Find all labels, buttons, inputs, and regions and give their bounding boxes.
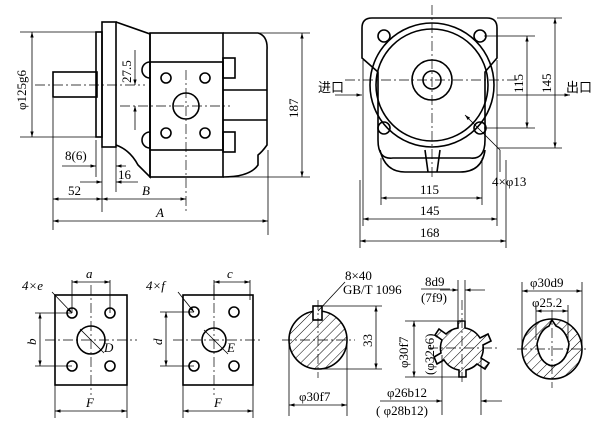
port-flange-1: a b 4×e D F [22, 266, 137, 418]
dim-spline-id: φ26b12 [387, 385, 427, 400]
dim-spline-id-alt: ( φ28b12) [376, 403, 428, 418]
dim-f: F [85, 395, 95, 410]
dim-d: d [150, 338, 165, 345]
dim-port-dia: E [226, 340, 235, 355]
bolt-hole-icon [377, 121, 391, 135]
dim-f: F [213, 395, 223, 410]
bolt-hole-icon [199, 127, 211, 139]
bolt-hole-icon [160, 127, 172, 139]
dim-serration-od: φ30d9 [530, 275, 564, 290]
dim-step: 16 [118, 167, 132, 182]
key [312, 305, 323, 321]
shaft [52, 71, 98, 98]
port-flange-2: c d 4×f E F [146, 266, 263, 418]
dim-h115: 115 [420, 182, 439, 197]
dim-v115: 115 [511, 74, 526, 93]
dim-serration-id: φ25.2 [532, 295, 562, 310]
dim-holes: 4×φ13 [492, 174, 526, 189]
dim-key-height: 33 [360, 334, 375, 347]
flange [101, 21, 117, 148]
keyed-shaft-section: 8×40 GB/T 1096 33 φ30f7 [282, 268, 402, 416]
serrated-shaft-section: φ30d9 φ25.2 [517, 275, 588, 388]
dim-height: 187 [286, 98, 301, 118]
bolt-hole-icon [199, 72, 211, 84]
dim-v145: 145 [539, 74, 554, 94]
dim-flange-thk: 8(6) [65, 148, 87, 163]
dim-c: c [227, 266, 233, 281]
pump-body [149, 32, 224, 178]
bolt-hole-icon [377, 29, 391, 43]
dim-shaft-len: 52 [68, 183, 81, 198]
dim-shaft-dia: φ30f7 [299, 389, 331, 404]
bolt-hole-icon [160, 72, 172, 84]
dim-spline-od-alt: (φ32e6) [422, 334, 437, 375]
dim-offset: 27.5 [119, 60, 134, 83]
dim-spline-od: φ30f7 [396, 336, 411, 368]
dim-flange-dia: φ125g6 [14, 69, 29, 110]
dim-b: b [24, 338, 39, 345]
front-cover [115, 21, 151, 179]
key-size: 8×40 [345, 268, 372, 283]
spline-shaft-section: 8d9 (7f9) φ30f7 (φ32e6) φ26b12 ( φ28b12) [376, 274, 502, 418]
dim-holes: 4×e [22, 278, 43, 293]
dim-a: A [155, 205, 164, 220]
front-view: φ125g6 187 27.5 8(6) 16 52 B A [14, 21, 310, 235]
dim-spline-width-alt: (7f9) [421, 290, 447, 305]
dim-h168: 168 [420, 225, 440, 240]
dim-h145: 145 [420, 203, 440, 218]
dim-b: B [142, 183, 150, 198]
dim-holes: 4×f [146, 278, 167, 293]
side-view: 进口 出口 4×φ13 115 145 168 115 145 [318, 5, 592, 248]
key-standard: GB/T 1096 [343, 282, 402, 297]
dim-port-dia: D [103, 340, 114, 355]
dim-spline-width: 8d9 [425, 274, 445, 289]
rear-cover [222, 32, 268, 178]
rear-cover-outline [379, 149, 486, 173]
dim-a: a [86, 266, 93, 281]
inlet-label: 进口 [318, 81, 344, 96]
outlet-label: 出口 [566, 81, 592, 96]
